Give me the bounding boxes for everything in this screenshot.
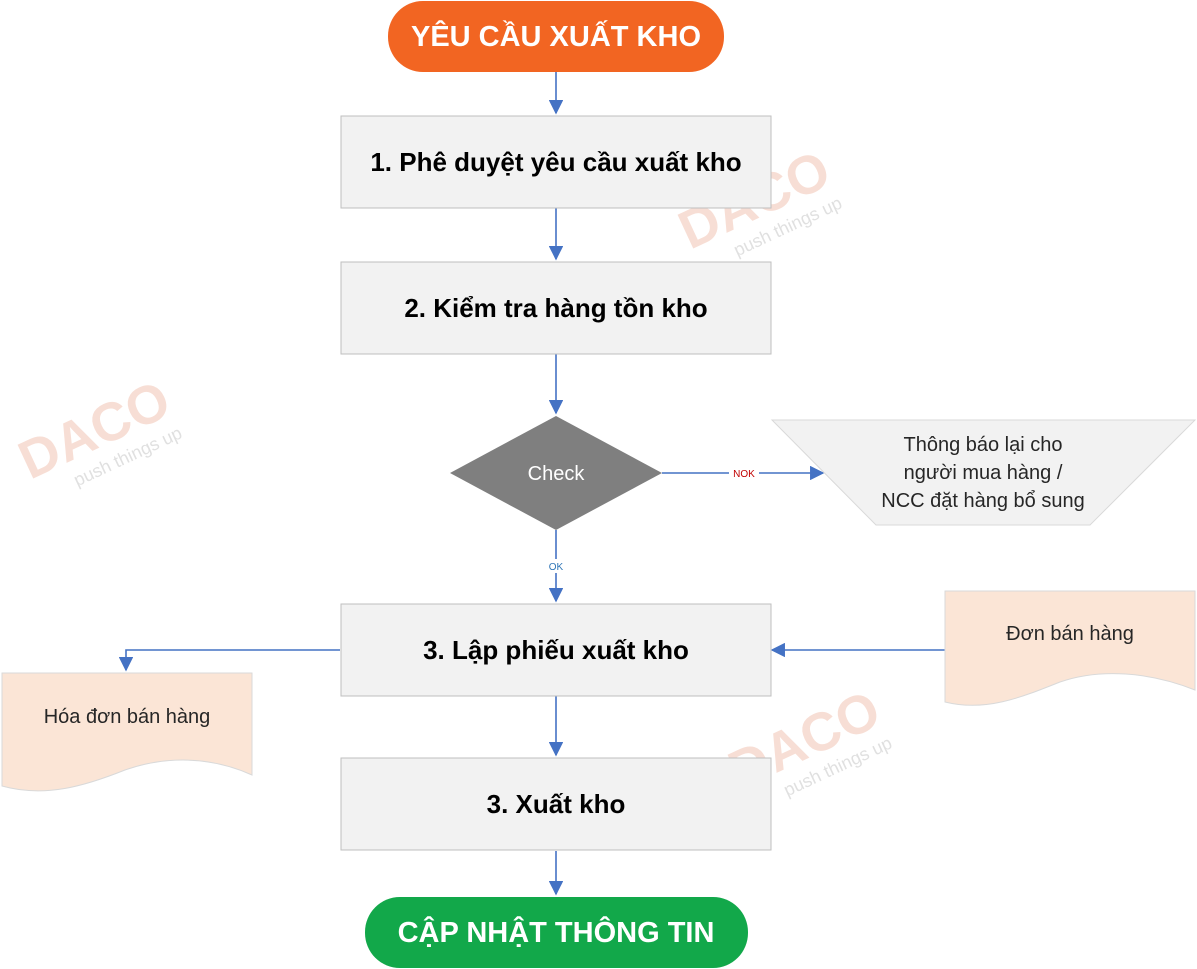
notification-trapezoid <box>770 419 1197 526</box>
step-check-inventory: 2. Kiểm tra hàng tồn kho <box>340 261 772 355</box>
end-terminal: CẬP NHẬT THÔNG TIN <box>365 897 748 968</box>
start-terminal: YÊU CẦU XUẤT KHO <box>388 1 724 72</box>
decision-label: Check <box>528 463 586 485</box>
notification-line-1: Thông báo lại cho <box>903 434 1062 456</box>
step-label: 1. Phê duyệt yêu cầu xuất kho <box>370 147 741 177</box>
step-label: 3. Xuất kho <box>487 789 626 819</box>
end-terminal-shape <box>365 897 748 968</box>
document-shape <box>1 672 253 792</box>
nok-label-bg <box>729 466 759 480</box>
notification-line-2: người mua hàng / <box>904 462 1063 484</box>
notification-line-3: NCC đặt hàng bổ sung <box>881 490 1084 512</box>
edge-step3-to-invoice <box>118 649 340 672</box>
step-box <box>340 603 772 697</box>
end-terminal-label: CẬP NHẬT THÔNG TIN <box>398 915 715 949</box>
start-terminal-label: YÊU CẦU XUẤT KHO <box>411 19 701 53</box>
document-label: Hóa đơn bán hàng <box>44 706 211 728</box>
step-approve-request: 1. Phê duyệt yêu cầu xuất kho <box>340 115 772 209</box>
step-issue-goods: 3. Xuất kho <box>340 757 772 851</box>
step-box <box>340 757 772 851</box>
decision-check: Check <box>450 416 662 530</box>
document-sales-order: Đơn bán hàng <box>944 590 1196 706</box>
nok-label: NOK <box>733 469 755 480</box>
document-shape <box>944 590 1196 706</box>
step-box <box>340 261 772 355</box>
ok-label-bg <box>545 559 567 573</box>
ok-label: OK <box>549 562 564 573</box>
document-sales-invoice: Hóa đơn bán hàng <box>1 672 253 792</box>
notification-shape: Thông báo lại cho người mua hàng / NCC đ… <box>770 419 1197 526</box>
start-terminal-shape <box>388 1 724 72</box>
watermark-left: DACO push things up <box>10 369 185 491</box>
document-label: Đơn bán hàng <box>1006 623 1134 645</box>
step-create-delivery-note: 3. Lập phiếu xuất kho <box>340 603 772 697</box>
step-label: 3. Lập phiếu xuất kho <box>423 635 689 665</box>
decision-diamond <box>450 416 662 530</box>
step-box <box>340 115 772 209</box>
step-label: 2. Kiểm tra hàng tồn kho <box>404 293 707 323</box>
